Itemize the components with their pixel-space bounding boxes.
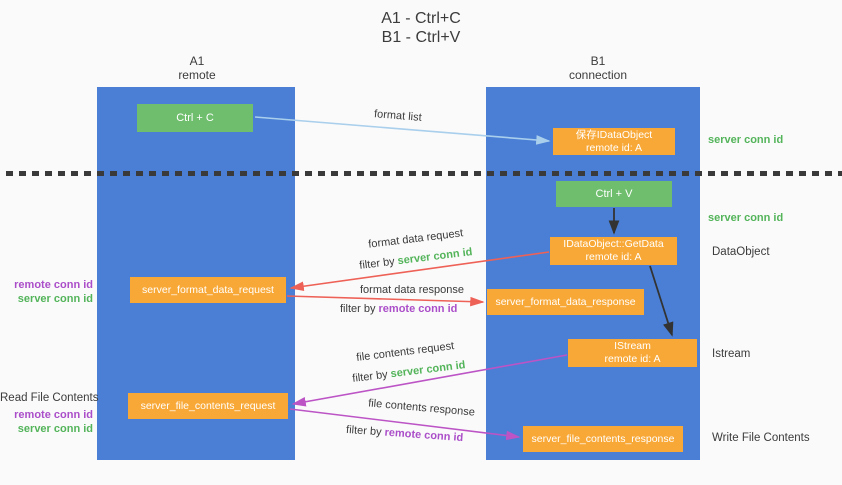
format-list-label: format list	[373, 108, 423, 124]
lane-a1-name: A1	[189, 54, 205, 68]
ctrl-c-label: Ctrl + C	[176, 112, 214, 124]
filter-by-text-2: filter by	[340, 303, 379, 315]
format-data-response-filter-label: filter by remote conn id	[340, 303, 457, 315]
server-format-data-request-node: server_format_data_request	[130, 277, 286, 303]
save-idataobject-node: 保存IDataObject remote id: A	[553, 128, 675, 155]
dotted-divider	[6, 171, 842, 176]
format-data-request-label: format data request	[367, 227, 464, 251]
server-file-contents-response-label: server_file_contents_response	[531, 432, 675, 445]
ctrl-v-label: Ctrl + V	[595, 188, 633, 200]
filter-by-text-4: filter by	[345, 423, 385, 439]
ctrl-v-node: Ctrl + V	[556, 181, 672, 207]
write-file-contents-annotation: Write File Contents	[712, 432, 810, 444]
ctrl-c-node: Ctrl + C	[137, 104, 253, 132]
title-line-2: B1 - Ctrl+V	[381, 29, 461, 46]
file-contents-response-filter-label: filter by remote conn id	[346, 424, 464, 444]
diagram-title: A1 - Ctrl+C B1 - Ctrl+V	[321, 9, 521, 47]
lane-a1-subtitle: remote	[178, 68, 216, 82]
filter-by-text-3: filter by	[351, 368, 392, 385]
getdata-line2: remote id: A	[585, 251, 642, 263]
format-data-request-filter-label: filter by server conn id	[359, 246, 473, 272]
lane-header-a1: A1 remote	[137, 54, 257, 82]
server-file-contents-request-node: server_file_contents_request	[128, 393, 288, 419]
server-file-contents-response-node: server_file_contents_response	[523, 426, 683, 452]
file-contents-request-label: file contents request	[355, 340, 455, 364]
server-conn-id-annotation-mid: server conn id	[708, 212, 784, 224]
read-file-contents-annotation: Read File Contents	[0, 392, 99, 404]
server-format-data-request-label: server_format_data_request	[142, 283, 274, 296]
istream-node: IStream remote id: A	[568, 339, 697, 367]
istream-line1: IStream	[614, 340, 651, 352]
filter-by-text-1: filter by	[358, 255, 399, 272]
title-line-1: A1 - Ctrl+C	[381, 10, 461, 27]
istream-annotation: Istream	[712, 348, 751, 360]
format-data-response-label: format data response	[360, 284, 464, 296]
filter-value-remote-conn-id-2: remote conn id	[378, 303, 458, 315]
idataobject-getdata-node: IDataObject::GetData remote id: A	[550, 237, 677, 265]
file-contents-response-label: file contents response	[367, 397, 476, 419]
server-conn-id-annotation-left-2: server conn id	[17, 423, 93, 435]
istream-line2: remote id: A	[604, 353, 661, 365]
filter-value-server-conn-id-1: server conn id	[396, 246, 474, 268]
lane-header-b1: B1 connection	[538, 54, 658, 82]
lane-b1-name: B1	[590, 54, 606, 68]
server-format-data-response-label: server_format_data_response	[495, 295, 636, 308]
remote-conn-id-annotation-1: remote conn id	[14, 279, 93, 291]
dataobject-annotation: DataObject	[712, 246, 770, 258]
server-conn-id-annotation-left-1: server conn id	[17, 293, 93, 305]
file-contents-request-filter-label: filter by server conn id	[352, 359, 466, 385]
server-format-data-response-node: server_format_data_response	[487, 289, 644, 315]
lane-b1-subtitle: connection	[568, 68, 628, 82]
save-idataobject-line1: 保存IDataObject	[575, 128, 653, 141]
filter-value-remote-conn-id-4: remote conn id	[384, 426, 464, 445]
format-data-response-arrow	[286, 295, 485, 307]
remote-conn-id-annotation-2: remote conn id	[14, 409, 93, 421]
server-conn-id-annotation-top: server conn id	[708, 134, 784, 146]
filter-value-server-conn-id-3: server conn id	[389, 359, 467, 381]
save-idataobject-line2: remote id: A	[585, 141, 643, 154]
getdata-line1: IDataObject::GetData	[563, 238, 664, 250]
server-file-contents-request-label: server_file_contents_request	[140, 399, 276, 412]
